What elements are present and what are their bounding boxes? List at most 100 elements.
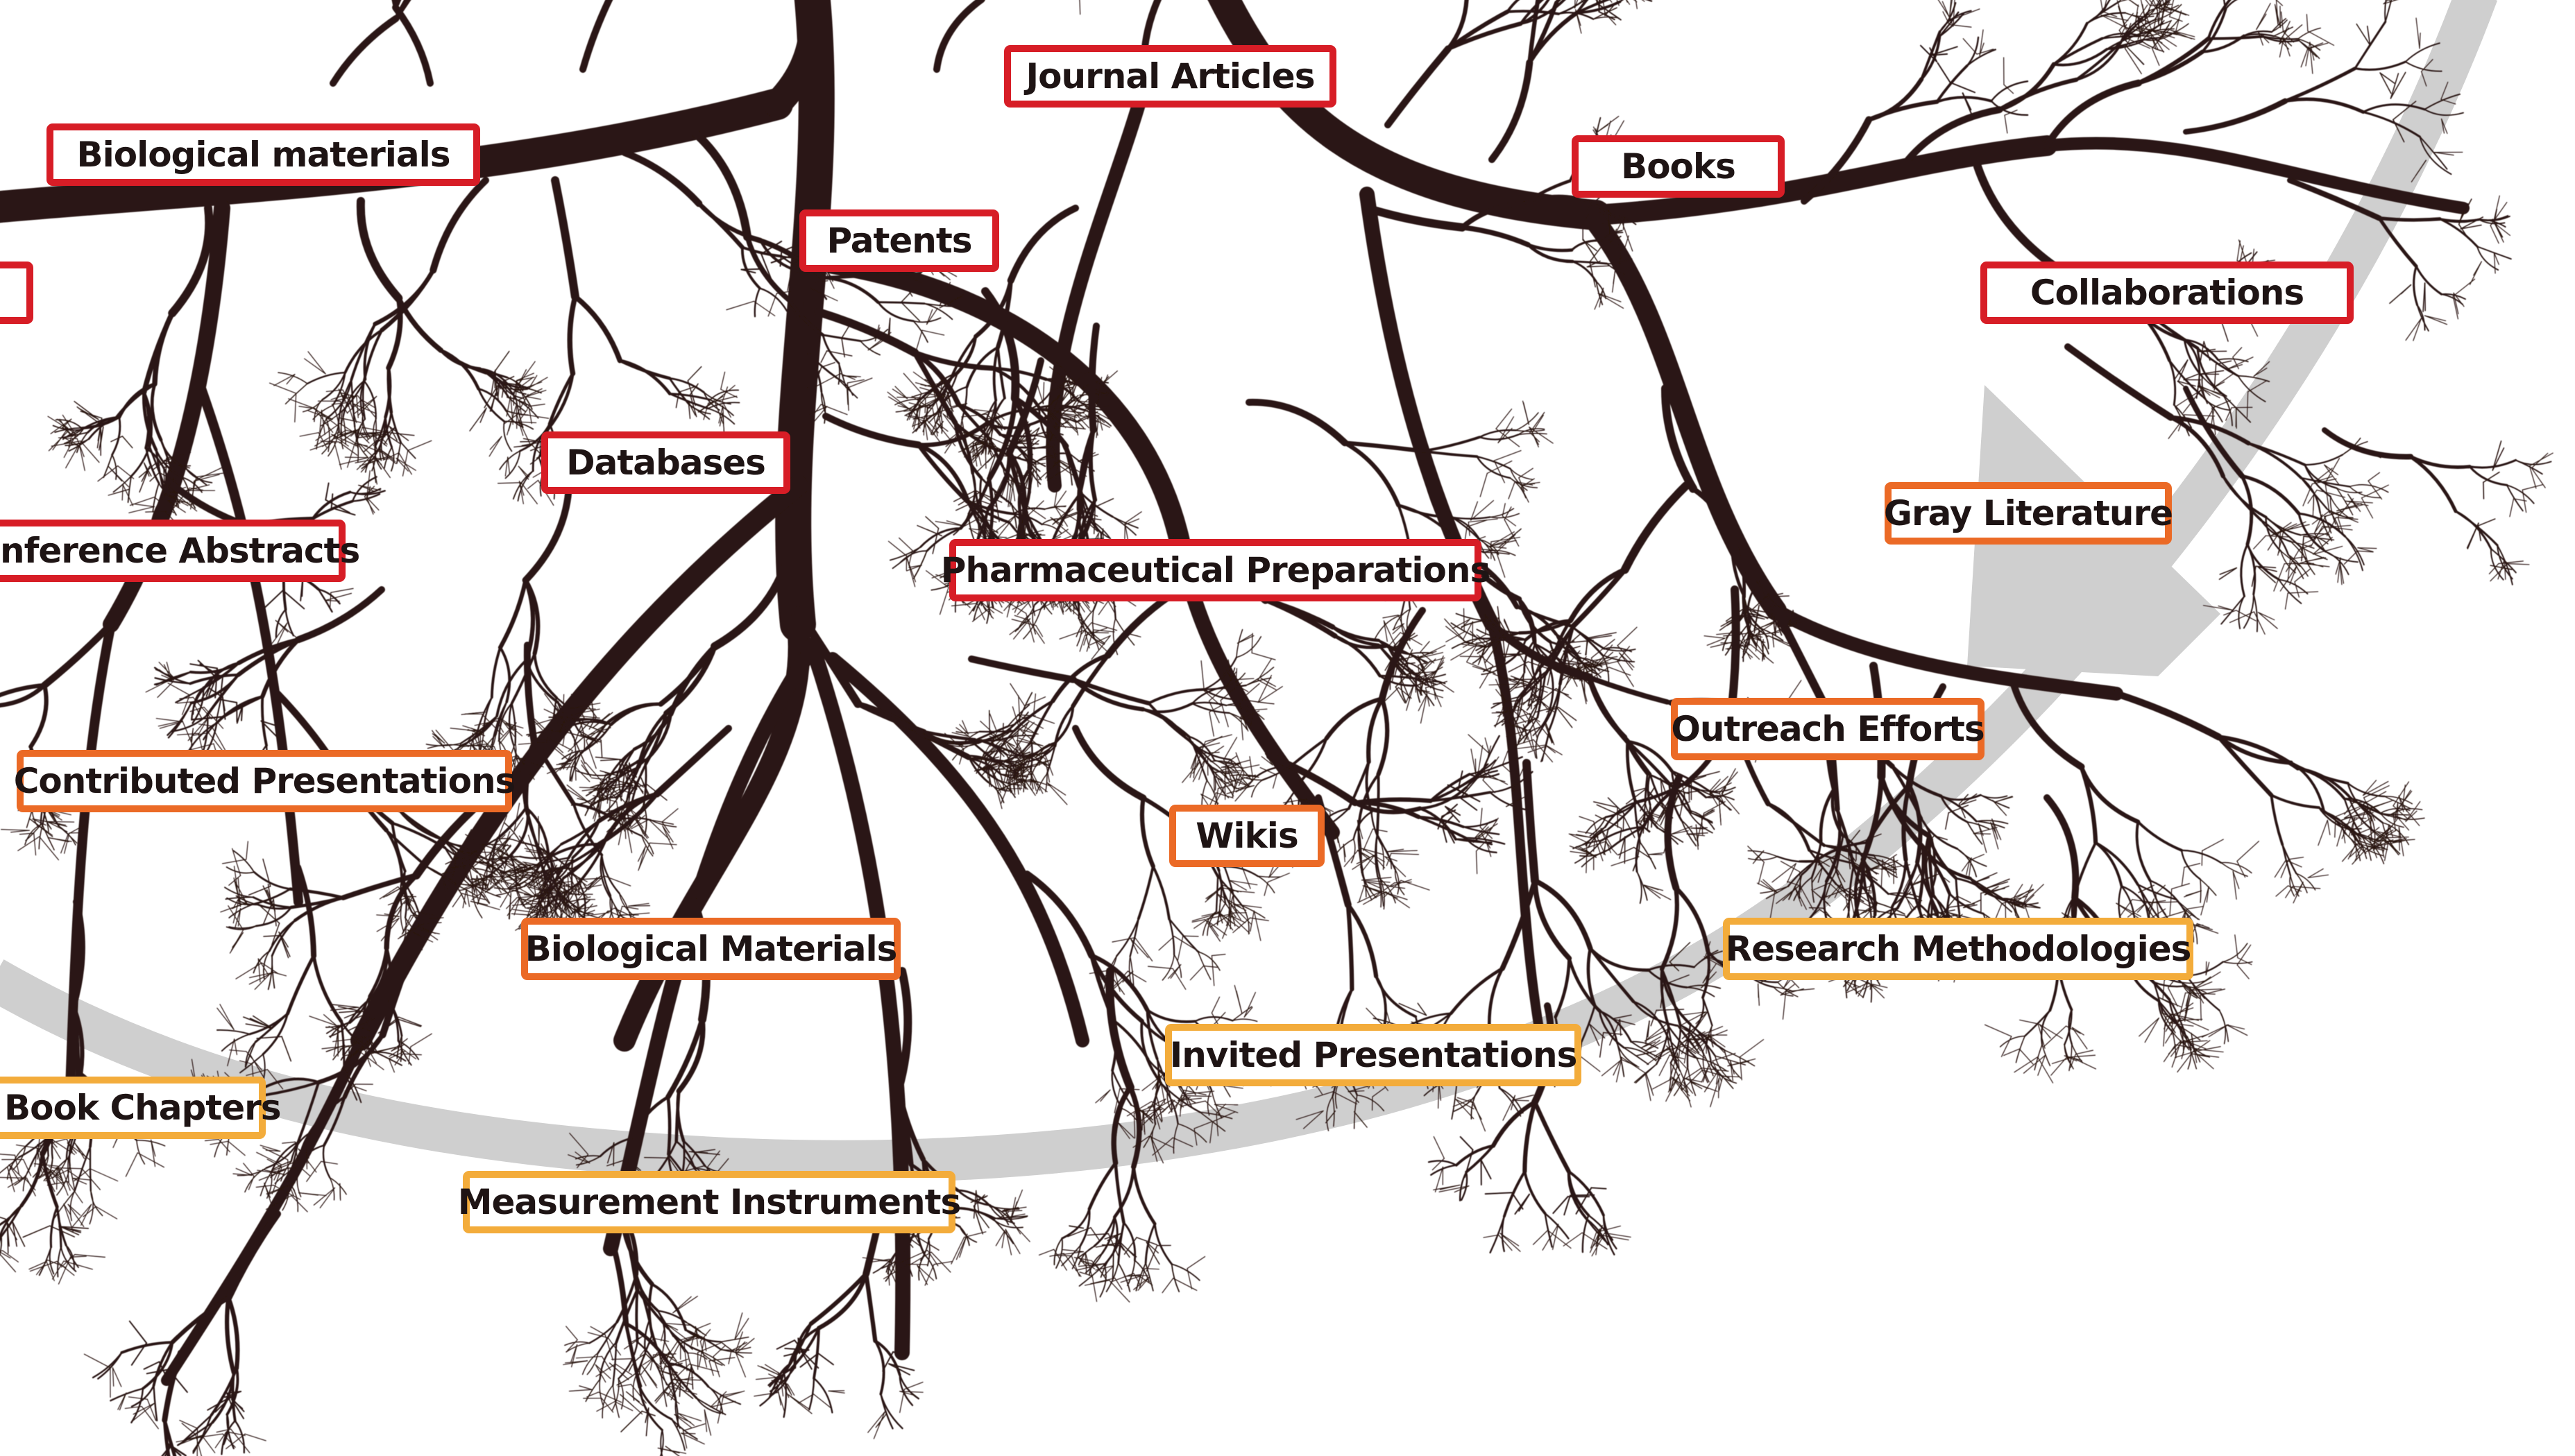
root-branch bbox=[885, 1251, 897, 1282]
root-hair bbox=[955, 727, 970, 737]
root-hair bbox=[994, 477, 1005, 498]
root-hair bbox=[803, 287, 811, 304]
root-hair bbox=[339, 1183, 341, 1200]
root-hair bbox=[1187, 1256, 1206, 1269]
root-hair bbox=[1372, 1086, 1386, 1097]
root-hair bbox=[1080, 1260, 1097, 1265]
root-branch bbox=[638, 711, 668, 762]
root-hair bbox=[570, 694, 585, 719]
root-hair bbox=[2193, 924, 2219, 934]
root-hair bbox=[1010, 683, 1026, 707]
root-hair bbox=[1432, 656, 1444, 679]
root-hair bbox=[166, 452, 192, 459]
root-hair bbox=[653, 1353, 677, 1355]
root-branch bbox=[1071, 653, 1110, 708]
root-hair bbox=[640, 1352, 658, 1376]
root-hair bbox=[734, 1318, 749, 1340]
root-hair bbox=[1142, 1109, 1146, 1135]
root-hair bbox=[1075, 1262, 1106, 1271]
root-hair bbox=[625, 1391, 640, 1403]
root-hair bbox=[507, 456, 510, 474]
root-branch bbox=[112, 475, 132, 493]
root-hair bbox=[575, 1151, 590, 1164]
root-branch bbox=[618, 1341, 638, 1380]
root-hair bbox=[951, 603, 978, 607]
root-hair bbox=[678, 1413, 702, 1421]
root-hair bbox=[913, 1233, 924, 1251]
root-hair bbox=[976, 603, 985, 621]
root-hair bbox=[731, 1342, 748, 1351]
root-hair bbox=[996, 790, 1003, 810]
root-branch bbox=[924, 1254, 937, 1280]
root-hair bbox=[1703, 635, 1726, 639]
root-hair bbox=[1475, 841, 1486, 852]
root-hair bbox=[1060, 388, 1069, 404]
root-hair bbox=[757, 1365, 781, 1376]
root-hair bbox=[1459, 1136, 1474, 1151]
root-branch bbox=[1053, 493, 1081, 538]
root-hair bbox=[678, 385, 698, 393]
root-branch bbox=[1766, 802, 1826, 847]
root-hair bbox=[1042, 382, 1045, 404]
root-trunk bbox=[1586, 135, 2057, 225]
root-hair bbox=[597, 1391, 622, 1403]
root-branch bbox=[1681, 819, 1697, 841]
root-branch bbox=[1041, 518, 1064, 525]
root-hair bbox=[1395, 669, 1413, 687]
root-hair bbox=[788, 1394, 809, 1410]
root-branch bbox=[1112, 1165, 1135, 1219]
root-hair bbox=[564, 1360, 588, 1364]
root-hair bbox=[585, 762, 604, 784]
root-branch bbox=[1035, 431, 1064, 436]
root-branch bbox=[1088, 323, 1100, 434]
root-hair bbox=[915, 329, 923, 352]
root-hair bbox=[56, 1167, 83, 1170]
root-branch bbox=[255, 906, 293, 927]
root-branch bbox=[1332, 1095, 1335, 1127]
root-branch bbox=[306, 371, 346, 385]
root-hair bbox=[1962, 899, 1981, 909]
root-hair bbox=[2318, 819, 2328, 846]
root-hair bbox=[579, 1385, 593, 1390]
root-hair bbox=[112, 1367, 122, 1387]
root-hair bbox=[728, 1350, 732, 1364]
root-hair bbox=[1046, 446, 1055, 465]
root-hair bbox=[590, 697, 595, 719]
root-hair bbox=[887, 1265, 890, 1286]
root-hair bbox=[369, 432, 387, 447]
root-hair bbox=[0, 1217, 6, 1219]
root-hair bbox=[1003, 764, 1009, 785]
root-hair bbox=[466, 889, 470, 907]
root-branch bbox=[142, 391, 153, 448]
root-branch bbox=[754, 287, 761, 318]
root-hair bbox=[655, 1385, 670, 1404]
root-hair bbox=[138, 463, 157, 478]
root-hair bbox=[1139, 1268, 1146, 1289]
root-hair bbox=[1193, 1121, 1212, 1129]
root-hair bbox=[518, 384, 528, 409]
root-hair bbox=[1353, 1111, 1368, 1128]
root-hair bbox=[781, 243, 800, 252]
root-hair bbox=[520, 482, 538, 504]
root-branch bbox=[114, 382, 157, 419]
root-hair bbox=[951, 732, 970, 737]
root-hair bbox=[840, 373, 856, 380]
root-hair bbox=[525, 396, 542, 400]
root-hair bbox=[2171, 883, 2190, 890]
root-hair bbox=[1069, 384, 1072, 401]
root-trunk bbox=[804, 637, 911, 1360]
root-hair bbox=[1057, 364, 1064, 387]
root-hair bbox=[648, 819, 670, 840]
root-hair bbox=[338, 441, 358, 456]
root-branch bbox=[506, 382, 527, 395]
root-hair bbox=[89, 1168, 119, 1182]
root-hair bbox=[108, 488, 130, 496]
root-hair bbox=[1482, 779, 1496, 794]
root-hair bbox=[679, 1381, 681, 1397]
root-hair bbox=[315, 422, 341, 441]
root-branch bbox=[758, 239, 801, 273]
root-hair bbox=[630, 1384, 647, 1404]
root-hair bbox=[489, 436, 502, 450]
root-branch bbox=[160, 479, 164, 510]
root-hair bbox=[469, 407, 487, 431]
